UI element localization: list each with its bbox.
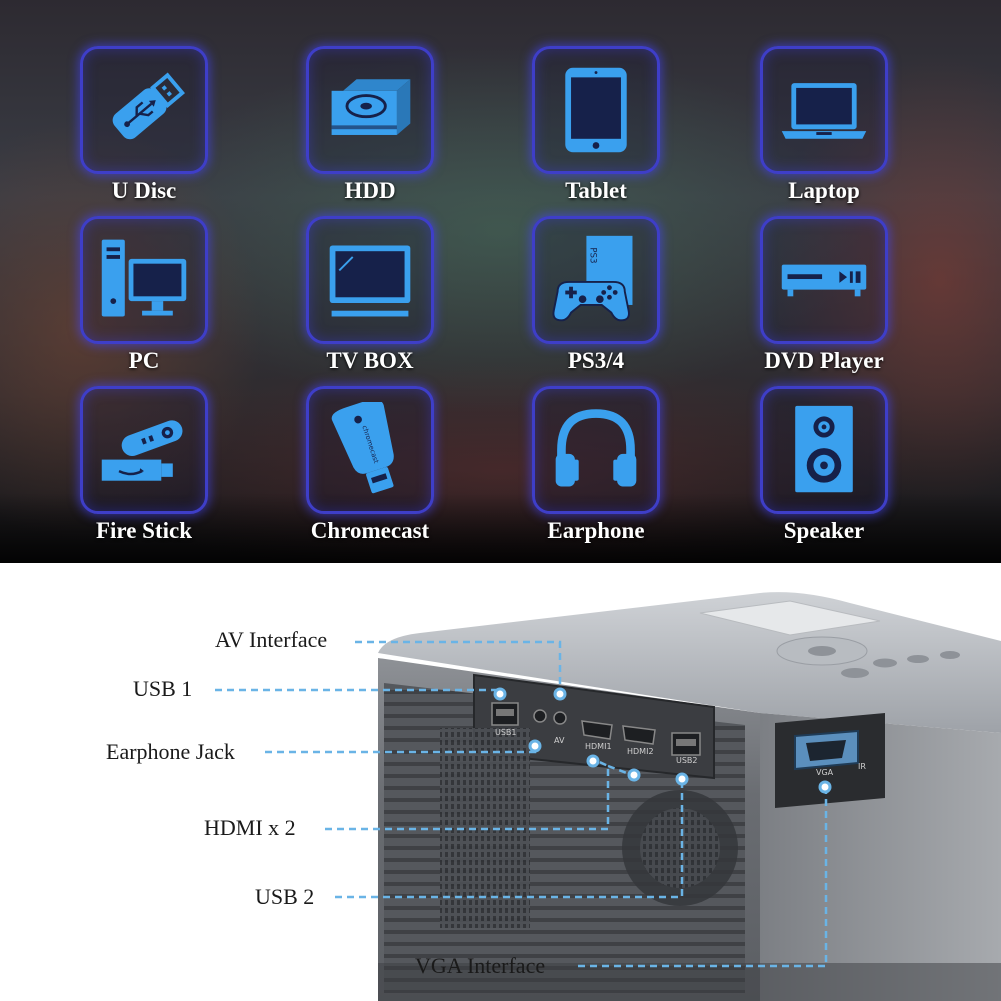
svg-text:VGA: VGA <box>816 768 834 777</box>
marker-usb2 <box>675 772 689 786</box>
device-tile-chromecast: chromecast Chromecast <box>290 386 450 556</box>
tile-frame <box>80 216 208 344</box>
tile-frame <box>760 46 888 174</box>
callout-av-interface: AV Interface <box>215 627 328 652</box>
svg-text:PS3: PS3 <box>587 247 597 263</box>
headphones-icon <box>555 409 637 487</box>
device-label: Earphone <box>547 518 645 543</box>
tile-frame <box>80 386 208 514</box>
hard-drive-icon <box>331 79 411 135</box>
device-label: PC <box>128 348 160 373</box>
chromecast-icon: chromecast <box>331 402 394 494</box>
tv-box-icon <box>329 245 411 317</box>
marker-av <box>553 687 567 701</box>
svg-text:IR: IR <box>858 762 866 771</box>
game-console-icon: PS3 <box>552 235 633 322</box>
device-label: Speaker <box>783 518 865 543</box>
tile-frame <box>306 46 434 174</box>
leader-hdmi <box>325 757 610 831</box>
projector-illustration: USB1 AV HDMI1 HDMI2 USB2 VGA IR <box>215 592 1001 1001</box>
device-label: Laptop <box>788 178 860 203</box>
compatible-devices-panel: U Disc HDD Tablet <box>0 0 1001 563</box>
leader-hdmi-2 <box>607 764 633 777</box>
fire-stick-icon <box>101 420 183 481</box>
tile-frame <box>532 386 660 514</box>
svg-text:HDMI1: HDMI1 <box>585 742 612 751</box>
svg-text:USB2: USB2 <box>676 756 698 765</box>
tile-frame <box>80 46 208 174</box>
marker-vga <box>818 780 832 794</box>
desktop-pc-icon <box>101 239 187 317</box>
tile-frame <box>760 216 888 344</box>
device-label: Fire Stick <box>95 518 193 543</box>
leader-usb2 <box>335 779 684 899</box>
device-label: Tablet <box>565 178 627 203</box>
device-tile-tv-box: TV BOX <box>290 216 450 386</box>
device-tile-u-disc: U Disc <box>64 46 224 216</box>
device-tile-pc: PC <box>64 216 224 386</box>
leader-vga <box>578 790 828 968</box>
laptop-icon <box>781 83 867 139</box>
tile-frame: chromecast <box>306 386 434 514</box>
device-label: DVD Player <box>764 348 884 373</box>
tile-frame <box>532 46 660 174</box>
dvd-player-icon <box>781 264 867 297</box>
marker-hdmi1 <box>586 754 600 768</box>
device-tile-speaker: Speaker <box>744 386 904 556</box>
device-label: HDD <box>344 178 396 203</box>
device-label: Chromecast <box>310 518 430 543</box>
device-label: PS3/4 <box>567 348 625 373</box>
device-tile-laptop: Laptop <box>744 46 904 216</box>
svg-text:HDMI2: HDMI2 <box>627 747 654 756</box>
usb-drive-icon <box>112 72 185 140</box>
tile-frame <box>760 386 888 514</box>
tile-frame <box>306 216 434 344</box>
callout-vga-interface: VGA Interface <box>415 953 546 978</box>
device-tile-fire-stick: Fire Stick <box>64 386 224 556</box>
marker-earphone <box>528 739 542 753</box>
device-tile-ps: PS3 PS3/4 <box>516 216 676 386</box>
tile-frame: PS3 <box>532 216 660 344</box>
device-tile-hdd: HDD <box>290 46 450 216</box>
tablet-icon <box>565 67 627 153</box>
callout-hdmi: HDMI x 2 <box>204 815 296 840</box>
callout-usb2: USB 2 <box>255 884 315 909</box>
speaker-icon <box>795 405 853 493</box>
svg-text:AV: AV <box>554 736 565 745</box>
leader-av-interface <box>355 640 562 695</box>
ports-diagram-panel: USB1 AV HDMI1 HDMI2 USB2 VGA IR AV Inter… <box>0 563 1001 1001</box>
device-label: TV BOX <box>326 348 414 373</box>
marker-hdmi2 <box>627 768 641 782</box>
device-tile-dvd-player: DVD Player <box>744 216 904 386</box>
callout-usb1: USB 1 <box>133 676 193 701</box>
callout-earphone-jack: Earphone Jack <box>106 739 235 764</box>
svg-text:USB1: USB1 <box>495 728 517 737</box>
marker-usb1 <box>493 687 507 701</box>
device-tile-earphone: Earphone <box>516 386 676 556</box>
device-label: U Disc <box>111 178 177 203</box>
device-tile-tablet: Tablet <box>516 46 676 216</box>
